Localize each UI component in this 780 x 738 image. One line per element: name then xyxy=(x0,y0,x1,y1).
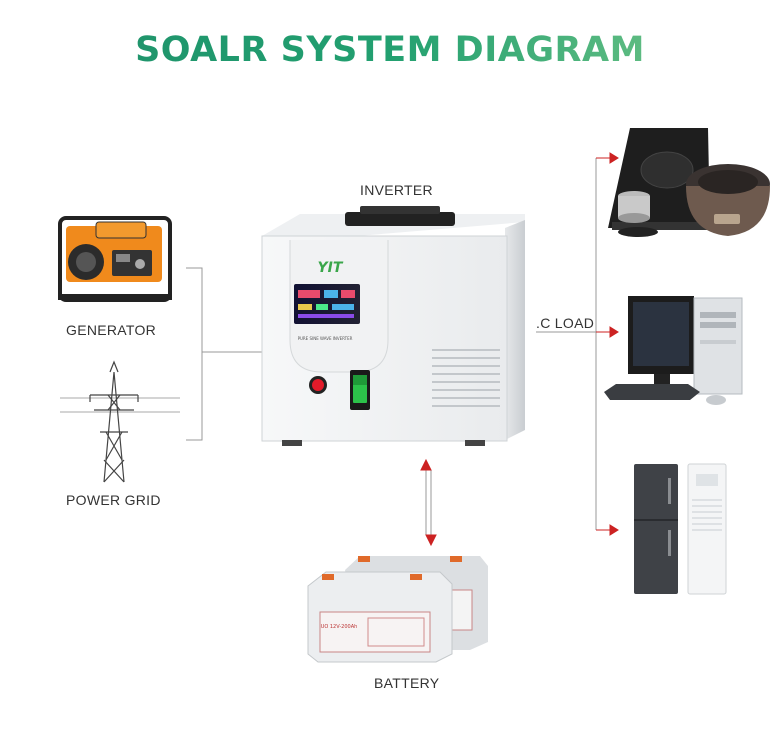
load-arrows xyxy=(596,152,619,536)
svg-text:YIT: YIT xyxy=(318,260,344,276)
desktop-computer-icon xyxy=(604,296,743,405)
air-conditioner-icon xyxy=(687,463,727,595)
battery-icon: UO 12V-200Ah xyxy=(307,556,488,663)
battery-arrow xyxy=(420,458,437,547)
rice-cooker-icon xyxy=(686,164,770,236)
power-grid-label: POWER GRID xyxy=(66,492,161,508)
inverter-power-switch-icon xyxy=(350,370,370,410)
inverter-model-text: PURE SINE WAVE INVERTER xyxy=(298,336,353,341)
generator-icon xyxy=(58,216,172,302)
inverter-label: INVERTER xyxy=(360,182,433,198)
inverter-device xyxy=(261,206,525,446)
inverter-power-indicator-icon xyxy=(309,376,327,394)
power-grid-tower-icon xyxy=(60,360,180,483)
ac-load-label: .C LOAD xyxy=(536,315,595,331)
battery-rating-text: UO 12V-200Ah xyxy=(321,624,358,630)
inverter-brand-logo: YIT xyxy=(318,260,344,276)
load-connector-lines xyxy=(536,158,597,530)
battery-label: BATTERY xyxy=(374,675,440,691)
refrigerator-icon xyxy=(634,464,678,594)
source-connector-lines xyxy=(186,267,262,441)
cooking-pot-icon xyxy=(618,191,658,237)
generator-label: GENERATOR xyxy=(66,322,157,338)
inverter-lcd-screen xyxy=(294,284,360,324)
diagram-title: SOALR SYSTEM DIAGRAM xyxy=(0,30,780,70)
